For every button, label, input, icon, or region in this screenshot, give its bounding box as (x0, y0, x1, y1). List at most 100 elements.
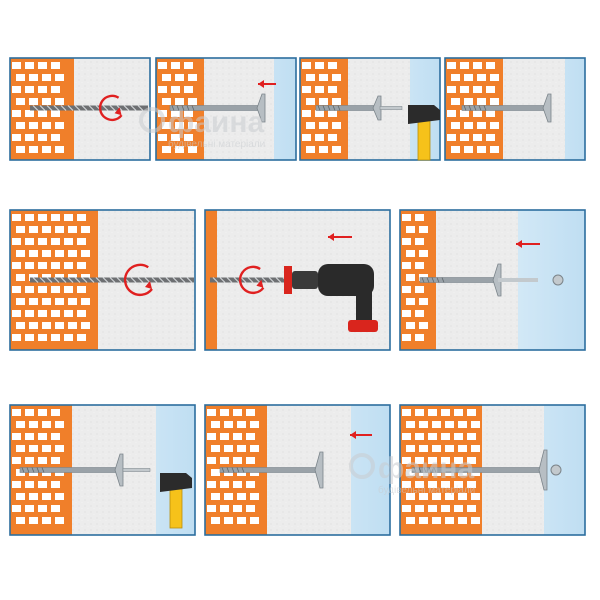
drill-flute (53, 105, 60, 111)
brick-void (319, 98, 328, 105)
brick-void (38, 409, 47, 416)
brick-void (162, 122, 171, 129)
brick-void (302, 110, 311, 117)
brick-void (441, 409, 450, 416)
drill-flute (102, 105, 109, 111)
brick-void (415, 286, 424, 293)
brick-void (38, 134, 47, 141)
brick-void (12, 310, 21, 317)
brick-void (315, 86, 324, 93)
brick-void (471, 421, 480, 428)
anchor-expansion-rib (423, 467, 427, 473)
brick-void (25, 86, 34, 93)
brick-void (306, 122, 315, 129)
panel-2-insert-anchor (155, 57, 297, 161)
brick-void (42, 98, 51, 105)
anchor-expansion-rib (191, 105, 195, 111)
brick-void (315, 110, 324, 117)
drill-flute (212, 277, 219, 283)
brick-void (406, 322, 415, 329)
anchor-shank (19, 467, 121, 473)
brick-void (51, 505, 60, 512)
brick-void (419, 298, 428, 305)
brick-void (415, 409, 424, 416)
drill-flute (81, 105, 88, 111)
brick-void (16, 445, 25, 452)
brick-void (415, 262, 424, 269)
brick-void (458, 445, 467, 452)
brick-void (458, 421, 467, 428)
brick-void (55, 226, 64, 233)
brick-void (454, 409, 463, 416)
brick-void (332, 146, 341, 153)
brick-void (415, 505, 424, 512)
brick-void (55, 421, 64, 428)
brick-void (16, 122, 25, 129)
anchor-expansion-rib (176, 105, 180, 111)
anchor-washer-disc (256, 93, 266, 123)
brick-void (237, 493, 246, 500)
panel-5-drill-thick (9, 209, 196, 351)
brick-void (302, 62, 311, 69)
brick-void (12, 457, 21, 464)
drill-flute (116, 277, 123, 283)
anchor-expansion-rib (236, 467, 240, 473)
brick-void (220, 505, 229, 512)
brick-void (207, 481, 216, 488)
drill-flute (254, 277, 261, 283)
brick-void (29, 226, 38, 233)
brick-void (12, 286, 21, 293)
brick-void (25, 310, 34, 317)
brick-void (471, 445, 480, 452)
brick-void (328, 110, 337, 117)
anchor-expansion-rib (463, 105, 467, 111)
brick-void (211, 469, 220, 476)
brick-void (402, 334, 411, 341)
brick-void (464, 122, 473, 129)
drill-flute (186, 277, 193, 283)
brick-void (64, 214, 73, 221)
brick-void (406, 469, 415, 476)
brick-void (451, 98, 460, 105)
brick-void (441, 457, 450, 464)
brick-void (432, 421, 441, 428)
brick-void (175, 98, 184, 105)
brick-void (332, 122, 341, 129)
anchor-expansion-rib (421, 277, 425, 283)
brick-void (171, 110, 180, 117)
panel-6-countersink (204, 209, 391, 351)
brick-void (402, 433, 411, 440)
anchor-expansion-rib (241, 467, 245, 473)
anchor-expansion-rib (231, 467, 235, 473)
drill-flute (109, 277, 116, 283)
brick-void (29, 517, 38, 524)
brick-void (25, 409, 34, 416)
brick-void (306, 146, 315, 153)
brick-void (175, 146, 184, 153)
brick-void (68, 226, 77, 233)
brick-void (51, 457, 60, 464)
brick-void (406, 298, 415, 305)
rotation-arrow (123, 263, 153, 297)
brick-void (224, 421, 233, 428)
brick-void (38, 86, 47, 93)
brick-void (246, 505, 255, 512)
rotation-arrow (98, 94, 123, 122)
panel-frame (9, 404, 196, 536)
brick-void (406, 517, 415, 524)
panel-frame (204, 209, 391, 351)
brick-void (237, 445, 246, 452)
brick-void (233, 481, 242, 488)
brick-void (447, 86, 456, 93)
brick-void (464, 98, 473, 105)
drill-flute (39, 277, 46, 283)
brick-void (402, 286, 411, 293)
drill-flute (144, 277, 151, 283)
brick-void (42, 74, 51, 81)
brick-void (490, 122, 499, 129)
brick-void (419, 421, 428, 428)
brick-void (64, 334, 73, 341)
brick-void (184, 62, 193, 69)
drill-flute (32, 277, 39, 283)
